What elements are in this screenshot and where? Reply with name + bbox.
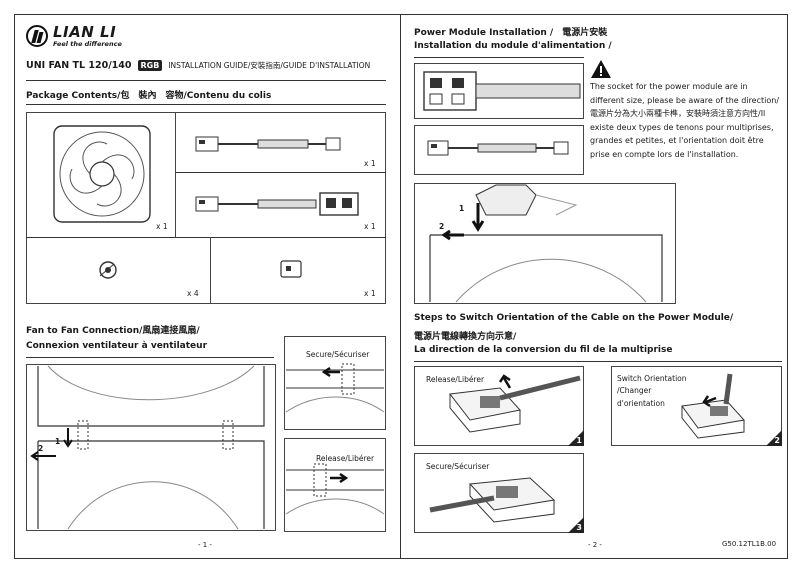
page-number-right: - 2 - — [588, 541, 602, 549]
power-module-cable-icon — [195, 192, 359, 216]
fan-step-1: 1 — [55, 437, 61, 446]
document-code: G50.12TL1B.00 — [722, 540, 777, 548]
switch-title-2: 電源片電線轉換方向示意/ — [414, 332, 517, 342]
switch-step-3-illustration — [429, 477, 556, 523]
brand-name: LIAN LI — [53, 23, 117, 41]
package-col-rule — [175, 112, 176, 237]
qty-power-cable: x 1 — [364, 222, 376, 231]
release-detail-illustration — [285, 463, 385, 515]
package-row-rule — [26, 237, 386, 238]
page-frame — [14, 14, 788, 559]
lianli-logo-icon — [26, 25, 48, 48]
screw-icon — [99, 261, 117, 279]
brand-tagline: Feel the difference — [53, 40, 122, 48]
rgb-badge: RGB — [137, 60, 163, 71]
secure-detail-illustration — [285, 363, 385, 413]
fan-step-2: 2 — [38, 444, 44, 453]
power-module-rule — [414, 57, 584, 58]
fan-connection-rule — [26, 357, 274, 358]
warning-icon — [591, 60, 611, 78]
fan-icon — [53, 125, 151, 223]
package-title: Package Contents/包 裝內 容物/Contenu du coli… — [26, 91, 272, 101]
qty-short-cable: x 1 — [364, 159, 376, 168]
fan-connection-illustration — [30, 365, 265, 530]
switch-secure-label: Secure/Sécuriser — [426, 462, 490, 471]
switch-label-1: Switch Orientation — [617, 374, 687, 383]
switch-label-3: d'orientation — [617, 399, 665, 408]
package-cell-rule — [175, 172, 386, 173]
switch-step-1-illustration — [449, 374, 581, 433]
secure-label-left: Secure/Sécuriser — [306, 350, 370, 359]
header-rule — [26, 80, 386, 81]
power-module-title-1: Power Module Installation / 電源片安裝 — [414, 28, 608, 38]
switch-title-3: La direction de la conversion du fil de … — [414, 345, 673, 355]
switch-label-2: /Changer — [617, 386, 652, 395]
secure-detail-box — [284, 336, 386, 430]
switch-step-2-illustration — [681, 373, 745, 439]
power-module-warning: The socket for the power module are in d… — [590, 82, 780, 159]
page-number-left: - 1 - — [198, 541, 212, 549]
release-detail-box — [284, 438, 386, 532]
power-step-2: 2 — [439, 222, 445, 231]
guide-title: INSTALLATION GUIDE/安裝指南/GUIDE D'INSTALLA… — [168, 61, 371, 70]
page-divider — [400, 14, 401, 559]
adapter-icon — [280, 260, 302, 278]
qty-adapter: x 1 — [364, 289, 376, 298]
package-col-rule-2 — [210, 237, 211, 304]
brand-logo: LIAN LI Feel the difference — [26, 25, 122, 48]
short-cable-icon — [195, 136, 341, 152]
switch-title-1: Steps to Switch Orientation of the Cable… — [414, 313, 734, 323]
release-label-left: Release/Libérer — [316, 454, 375, 463]
fan-connection-diagram — [26, 364, 276, 531]
qty-fan: x 1 — [156, 222, 168, 231]
power-module-top-illustration — [423, 71, 581, 111]
model-line: UNI FAN TL 120/140 RGB INSTALLATION GUID… — [26, 60, 370, 71]
qty-screws: x 4 — [187, 289, 199, 298]
fan-connection-title-1: Fan to Fan Connection/風扇連接風扇/ — [26, 326, 200, 336]
model-name: UNI FAN TL 120/140 — [26, 60, 132, 71]
power-step-1: 1 — [459, 204, 465, 213]
power-module-install-illustration — [429, 184, 663, 303]
power-module-cable-illustration — [427, 140, 569, 156]
switch-rule — [414, 361, 782, 362]
fan-connection-title-2: Connexion ventilateur à ventilateur — [26, 341, 208, 351]
power-module-title-2: Installation du module d'alimentation / — [414, 41, 612, 51]
power-module-install-box — [414, 183, 676, 304]
package-rule — [26, 104, 386, 105]
switch-release-label: Release/Libérer — [426, 375, 485, 384]
